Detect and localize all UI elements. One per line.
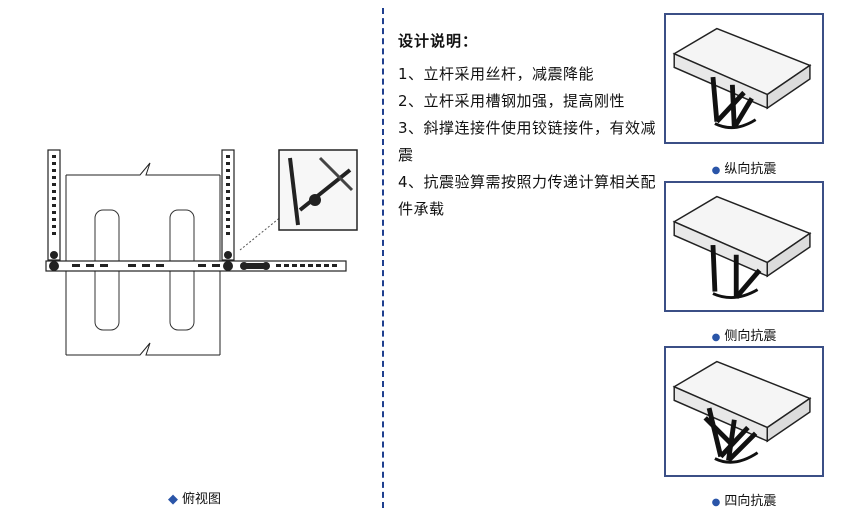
top-view-caption-text: 俯视图 xyxy=(182,492,222,507)
top-break-line xyxy=(66,162,220,176)
note-item-3: 3、斜撑连接件使用铰链接件，有效减震 xyxy=(398,119,657,164)
lateral-view-caption: ●侧向抗震 xyxy=(664,325,824,344)
bullet-icon: ● xyxy=(711,497,721,508)
vertical-channels xyxy=(47,149,235,261)
hinge-connectors xyxy=(49,251,270,271)
bullet-icon: ● xyxy=(711,332,721,343)
bullet-icon: ● xyxy=(711,165,721,176)
horizontal-channel xyxy=(45,260,347,272)
four-way-caption-text: 四向抗震 xyxy=(724,494,777,509)
longitudinal-caption-text: 纵向抗震 xyxy=(724,162,777,177)
longitudinal-view-image xyxy=(664,13,824,144)
notes-title: 设计说明： xyxy=(398,32,479,50)
lateral-caption-text: 侧向抗震 xyxy=(724,329,777,344)
lateral-view-image xyxy=(664,181,824,312)
top-view-svg xyxy=(45,149,358,356)
note-item-4: 4、抗震验算需按照力传递计算相关配件承载 xyxy=(398,173,657,218)
diamond-icon: ◆ xyxy=(168,492,178,507)
detail-inset xyxy=(278,149,358,231)
top-view-caption: ◆ 俯视图 xyxy=(168,488,221,507)
design-notes: 设计说明： 1、立杆采用丝杆，减震降能 2、立杆采用槽钢加强，提高刚性 3、斜撑… xyxy=(398,30,660,223)
note-item-1: 1、立杆采用丝杆，减震降能 xyxy=(398,65,595,83)
bottom-break-line xyxy=(66,342,220,356)
four-way-view-caption: ●四向抗震 xyxy=(664,490,824,509)
longitudinal-view-caption: ●纵向抗震 xyxy=(664,158,824,177)
top-view-drawing xyxy=(0,0,380,518)
dashed-divider xyxy=(382,8,384,508)
four-way-view-image xyxy=(664,346,824,477)
note-item-2: 2、立杆采用槽钢加强，提高刚性 xyxy=(398,92,626,110)
